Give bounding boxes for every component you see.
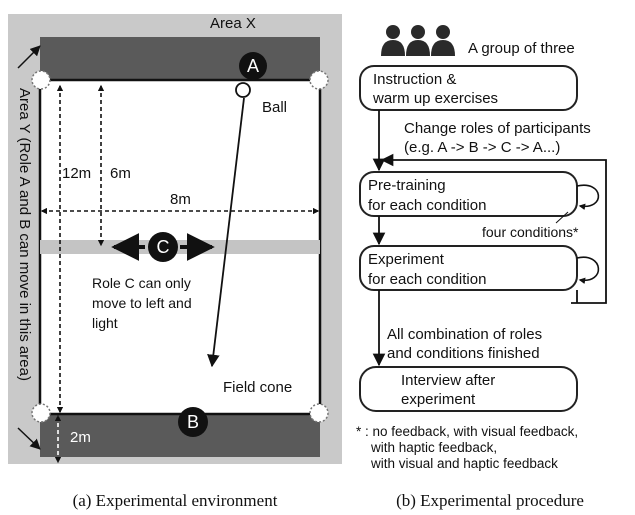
experiment-box — [359, 245, 578, 291]
area-y-arrow-top — [17, 45, 41, 69]
four-conditions-label: four conditions* — [482, 224, 579, 240]
interview-box — [359, 366, 578, 412]
role-c-note: Role C can only move to left and light — [92, 275, 196, 331]
field-cone-top-left — [31, 70, 51, 90]
finished-text: All combination of roles and conditions … — [387, 326, 546, 362]
area-y-label: Area Y (Role A and B can move in this ar… — [16, 88, 33, 381]
ball-trajectory-arrow — [207, 97, 245, 368]
instruction-text: Instruction & warm up exercises — [372, 71, 498, 107]
player-a-label: A — [247, 56, 259, 76]
field-cone-bottom-left — [31, 403, 51, 423]
area-x-zone — [40, 37, 320, 80]
group-of-three-icon — [381, 25, 455, 56]
four-conditions-leader — [555, 211, 569, 224]
caption-a: (a) Experimental environment — [73, 491, 278, 510]
ball-label: Ball — [262, 99, 287, 116]
area-x-label: Area X — [210, 15, 256, 32]
caption-b: (b) Experimental procedure — [396, 491, 584, 510]
group-label: A group of three — [468, 40, 575, 57]
pre-training-box — [359, 171, 578, 217]
field-cone-top-right — [309, 70, 329, 90]
interview-text: Interview after experiment — [401, 372, 499, 408]
area-y-arrow-bottom — [17, 427, 41, 450]
role-change-loop-arrow — [380, 153, 607, 304]
field-cone-bottom-right — [309, 403, 329, 423]
change-roles-text: Change roles of participants (e.g. A -> … — [404, 120, 595, 156]
player-c-marker — [148, 232, 178, 262]
player-c-label: C — [157, 237, 170, 257]
environment-diagram: Area X Area Y (Role A and B can move in … — [8, 14, 342, 510]
field-cone-label: Field cone — [223, 379, 292, 396]
dimension-12m-label: 12m — [62, 165, 91, 182]
player-b-label: B — [187, 412, 199, 432]
player-a-marker — [239, 52, 267, 80]
ball-icon — [235, 82, 251, 98]
conditions-footnote: * : no feedback, with visual feedback, w… — [356, 424, 582, 471]
dimension-8m-label: 8m — [170, 191, 191, 208]
experiment-text: Experiment for each condition — [368, 251, 486, 288]
dimension-6m-label: 6m — [110, 165, 131, 182]
experiment-loop — [576, 256, 600, 284]
pre-training-text: Pre-training for each condition — [368, 177, 486, 214]
pre-training-loop — [576, 184, 600, 210]
dimension-2m-label: 2m — [70, 429, 91, 446]
player-b-marker — [178, 407, 208, 437]
procedure-flowchart: A group of three Instruction & warm up e… — [356, 25, 607, 510]
instruction-box — [359, 65, 578, 111]
